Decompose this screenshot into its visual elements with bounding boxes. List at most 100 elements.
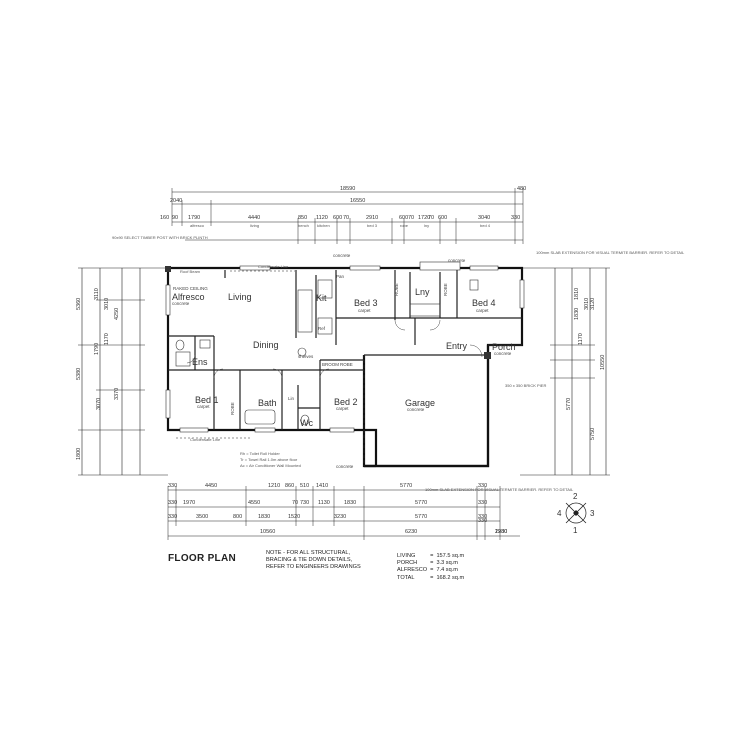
compass-south: 1 [573, 526, 578, 535]
dim-bottom-1-6: 5770 [400, 483, 412, 489]
condensate-line-note-top: Condensate Line [258, 264, 289, 269]
dim-left-6: 3370 [114, 388, 120, 400]
dim-bottom-2-0: 330 [168, 500, 177, 506]
dim-bottom-4-1: 6230 [405, 529, 417, 535]
exterior-wall-north-east [168, 266, 524, 468]
dim-bottom-1-2: 1210 [268, 483, 280, 489]
dim-bottom-3-6: 5770 [415, 514, 427, 520]
dim-top-sub-2: bench [298, 223, 309, 228]
dim-bottom-3-7: 330 [478, 514, 487, 520]
note-line: BRACING & TIE DOWN DETAILS, [266, 557, 353, 564]
dim-top-14: 3040 [478, 215, 490, 221]
dim-bottom-1-4: 510 [300, 483, 309, 489]
dim-top-9: 600 [399, 215, 408, 221]
dim-top-overall: 18590 [340, 186, 355, 192]
dim-top-6: 600 [333, 215, 342, 221]
dim-bottom-1-3: 860 [285, 483, 294, 489]
dim-right-6: 1810 [574, 288, 580, 300]
dim-bottom-2-4: 730 [300, 500, 309, 506]
dim-left-3: 4250 [114, 308, 120, 320]
broom-cupboard: BROOM [322, 362, 339, 367]
dim-left-4: 5380 [76, 368, 82, 380]
dim-bottom-2-1: 1970 [183, 500, 195, 506]
room-entry: Entry [446, 341, 468, 351]
room-bed-1-floor: carpet [197, 404, 210, 409]
dim-right-2: 5750 [590, 428, 596, 440]
dim-bottom-1-0: 330 [168, 483, 177, 489]
dim-right-5: 1170 [578, 333, 584, 345]
dim-top-alfresco: 2040 [170, 198, 182, 204]
dim-top-main: 16550 [350, 198, 365, 204]
concrete-label-top: concrete [333, 253, 351, 258]
area-row: TOTAL=168.2 sq.m [397, 574, 465, 581]
dim-bottom-4-2: 1930 [495, 529, 507, 535]
robe-bed-2: ROBE [340, 362, 353, 367]
area-schedule: LIVING=157.5 sq.m PORCH=3.3 sq.m ALFRESC… [397, 553, 467, 582]
dim-bottom-2-2: 4550 [248, 500, 260, 506]
dim-bottom-1-1: 4450 [205, 483, 217, 489]
raked-ceiling-note: RAKED CEILING [173, 286, 208, 291]
timber-post-note: 90x90 SELECT TIMBER POST WITH BRICK PLIN… [112, 235, 208, 240]
dim-right-1: 10550 [600, 355, 606, 370]
shelves-label: shelves [298, 354, 314, 359]
dim-bottom-1-5: 1410 [316, 483, 328, 489]
dim-top-4: 850 [298, 215, 307, 221]
dim-bottom-2-5: 1130 [318, 500, 330, 506]
slab-extension-note-top: 100mm SLAB EXTENSION FOR VISUAL TERMITE … [536, 250, 685, 255]
dim-top-11: 1720 [418, 215, 430, 221]
dim-left-0: 5360 [76, 298, 82, 310]
room-living: Living [228, 292, 252, 302]
dim-top-13: 600 [438, 215, 447, 221]
room-garage: Garage [405, 398, 435, 408]
room-alfresco: Alfresco [172, 292, 205, 302]
area-row: LIVING=157.5 sq.m [397, 553, 465, 559]
linen-label: Lin [288, 396, 295, 401]
concrete-label-laundry: concrete [448, 258, 466, 263]
compass-east: 3 [590, 509, 595, 518]
dim-top-15: 330 [511, 215, 520, 221]
dim-bottom-3-2: 800 [233, 514, 242, 520]
legend-toilet-roll: Rh = Toilet Roll Holder [240, 451, 281, 456]
dim-right-4: 1830 [574, 308, 580, 320]
legend-air-conditioner: Ac = Air Conditioner Wall Mounted [240, 463, 301, 468]
compass-north: 2 [573, 492, 578, 501]
dim-left-8: 1170 [104, 333, 110, 345]
dim-bottom-2-3: 70 [292, 500, 298, 506]
concrete-label-bottom: concrete [336, 464, 354, 469]
brick-pier-note: 350 x 350 BRICK PIER [505, 383, 546, 388]
dim-top-10: 70 [408, 215, 414, 221]
area-row: ALFRESCO=7.4 sq.m [397, 567, 458, 574]
compass-rose: 2 4 3 1 [557, 492, 595, 535]
dim-bottom-3-1: 3500 [196, 514, 208, 520]
room-dining: Dining [253, 340, 279, 350]
dim-top-5: 1120 [316, 215, 328, 221]
room-laundry: Lny [415, 287, 430, 297]
room-alfresco-floor: concrete [172, 301, 190, 306]
robe-bed-1: ROBE [230, 402, 235, 415]
room-bath: Bath [258, 398, 277, 408]
dim-right-3: 5770 [566, 398, 572, 410]
note-line: NOTE - FOR ALL STRUCTURAL, [266, 550, 351, 556]
area-row: PORCH=3.3 sq.m [397, 560, 458, 567]
room-bed-2: Bed 2 [334, 397, 358, 407]
dim-left-5: 1800 [76, 448, 82, 460]
structural-note: NOTE - FOR ALL STRUCTURAL, BRACING & TIE… [266, 550, 361, 572]
dim-top-3: 4440 [248, 215, 260, 221]
dim-top-0: 160 [160, 215, 169, 221]
room-ensuite: Ens [192, 357, 208, 367]
dim-top-sub-3: kitchen [317, 223, 330, 228]
compass-west: 4 [557, 509, 562, 518]
room-bed-2-floor: carpet [336, 406, 349, 411]
dim-bottom-2-8: 330 [478, 500, 487, 506]
dim-top-sub-0: alfresco [190, 223, 205, 228]
fridge-label: Ref [318, 326, 326, 331]
room-wc: Wc [300, 418, 313, 428]
dim-left-9: 3070 [96, 398, 102, 410]
dim-bottom-2-7: 5770 [415, 500, 427, 506]
